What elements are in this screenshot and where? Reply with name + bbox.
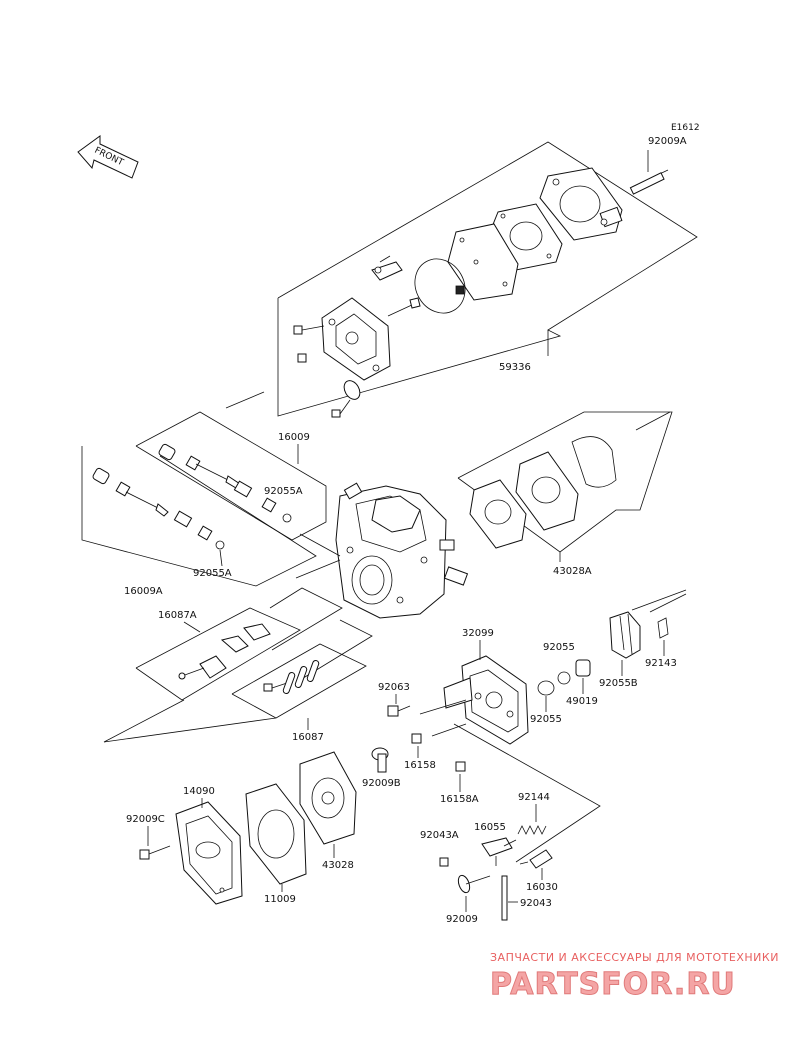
bolt-icon <box>629 150 669 195</box>
pin-92043-icon <box>501 875 508 921</box>
label-16087: 16087 <box>292 732 324 743</box>
pump-body-icon <box>321 297 421 381</box>
watermark-tagline: ЗАПЧАСТИ И АКСЕССУАРЫ ДЛЯ МОТОТЕХНИКИ <box>490 951 779 964</box>
o-ring-icon <box>537 671 571 696</box>
group-16087-box <box>231 643 367 719</box>
valve-clip-icon <box>371 255 403 281</box>
label-16087A: 16087A <box>158 610 197 621</box>
label-11009: 11009 <box>264 894 296 905</box>
label-92009C: 92009C <box>126 814 165 825</box>
label-92055B: 92055B <box>599 678 638 689</box>
screw-92063-icon <box>387 705 411 717</box>
label-92009A: 92009A <box>648 136 687 147</box>
label-92063: 92063 <box>378 682 410 693</box>
label-16009A: 16009A <box>124 586 163 597</box>
nut-icon <box>297 353 307 363</box>
label-16030: 16030 <box>526 882 558 893</box>
needle-16009A-icon <box>92 467 225 550</box>
label-43028A: 43028A <box>553 566 592 577</box>
float-bracket-icon <box>178 623 271 680</box>
label-59336: 59336 <box>499 362 531 373</box>
label-32099: 32099 <box>462 628 494 639</box>
label-16158: 16158 <box>404 760 436 771</box>
label-92055A-1: 92055A <box>264 486 303 497</box>
float-arm-icon <box>263 659 320 695</box>
label-92043: 92043 <box>520 898 552 909</box>
screw-92009C-icon <box>139 845 171 860</box>
label-92043A: 92043A <box>420 830 459 841</box>
label-16055: 16055 <box>474 822 506 833</box>
label-92144: 92144 <box>518 792 550 803</box>
bracket-92143-icon <box>631 589 687 639</box>
label-92009: 92009 <box>446 914 478 925</box>
label-92009B: 92009B <box>362 778 401 789</box>
label-43028: 43028 <box>322 860 354 871</box>
label-92055: 92055 <box>543 642 575 653</box>
label-92143: 92143 <box>645 658 677 669</box>
screw-16158-icon <box>411 733 422 744</box>
watermark-logo: PARTSFOR.RU <box>490 967 736 1002</box>
screw-icon <box>293 325 325 335</box>
spring-92144-icon <box>517 825 547 835</box>
bottom-cover-icon <box>175 801 243 905</box>
needle-16009-icon <box>158 443 292 523</box>
small-screw-icon <box>439 857 449 867</box>
cap-92055B-icon <box>609 611 641 659</box>
label-16158A: 16158A <box>440 794 479 805</box>
label-92055A-2: 92055A <box>193 568 232 579</box>
screw-92009B-icon <box>371 747 389 773</box>
gasket-43028A-icon <box>469 436 617 549</box>
lever-16055-icon <box>481 837 517 866</box>
front-arrow-icon: FRONT <box>77 135 139 179</box>
label-49019: 49019 <box>566 696 598 707</box>
label-92055-2: 92055 <box>530 714 562 725</box>
check-valve-icon <box>331 380 361 418</box>
o-ring-icon <box>414 258 466 314</box>
carburetor-body-icon <box>335 482 469 619</box>
pump-cover-icon <box>539 167 623 241</box>
group-16009A-box <box>81 446 317 587</box>
group-16087A-box <box>135 607 301 701</box>
diaphragm-43028-icon <box>299 751 357 845</box>
metering-body-icon <box>443 655 529 745</box>
figure-code: E1612 <box>671 123 700 133</box>
label-14090: 14090 <box>183 786 215 797</box>
label-16009: 16009 <box>278 432 310 443</box>
screw-92009-icon <box>457 874 491 894</box>
inlet-needle-16030-icon <box>519 849 553 869</box>
plug-icon <box>575 659 591 677</box>
screw-16158A-icon <box>455 761 466 772</box>
gasket-11009-icon <box>245 783 307 885</box>
